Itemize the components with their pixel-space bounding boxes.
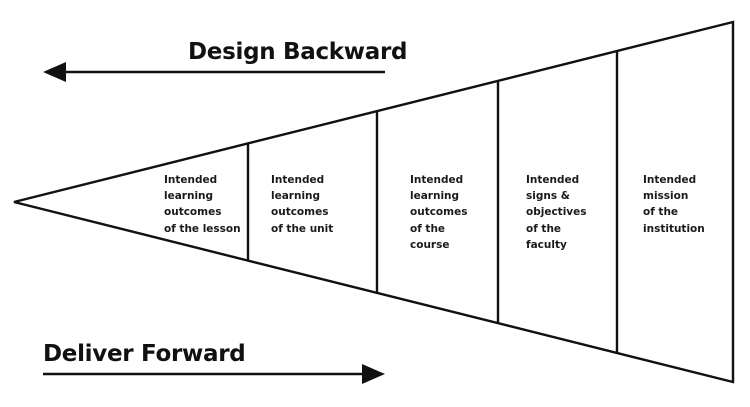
- arrow-right-icon: [43, 364, 385, 384]
- segment-unit-outcomes: Intended learning outcomes of the unit: [271, 174, 334, 235]
- funnel-outline: [13, 20, 735, 384]
- deliver-forward-heading: Deliver Forward: [43, 341, 246, 367]
- segment-lesson-outcomes: Intended learning outcomes of the lesson: [164, 174, 241, 235]
- segment-institution-mission: Intended mission of the institution: [643, 174, 705, 235]
- arrow-left-icon: [43, 62, 385, 82]
- segment-course-outcomes: Intended learning outcomes of the course: [410, 174, 468, 251]
- segment-faculty-objectives: Intended signs & objectives of the facul…: [526, 174, 587, 251]
- design-backward-heading: Design Backward: [188, 39, 408, 65]
